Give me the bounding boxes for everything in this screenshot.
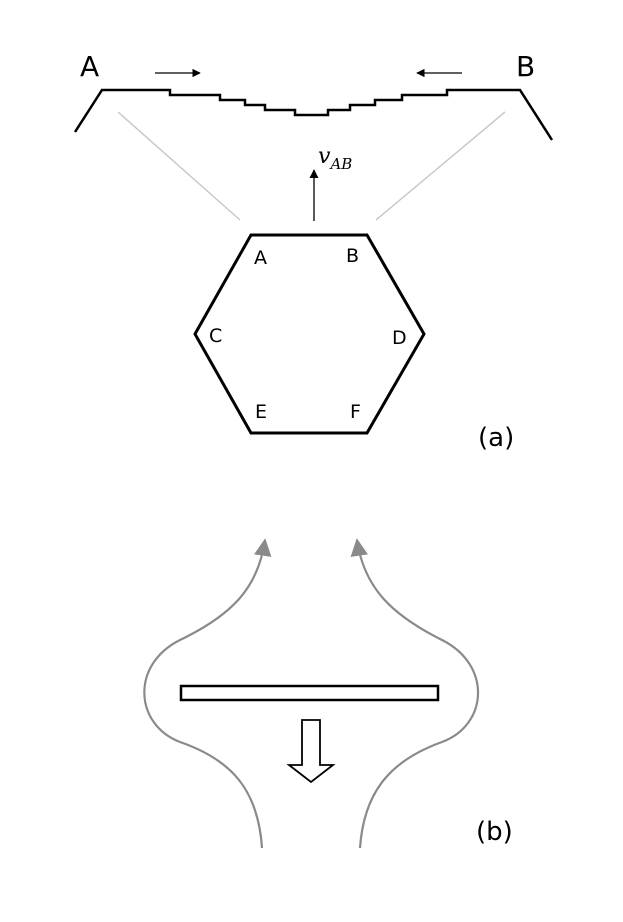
step-profile: [73, 88, 554, 141]
hexagon-corner-label-mid-right: D: [392, 327, 407, 349]
panel-label-b: (b): [476, 817, 513, 847]
plate: [179, 684, 440, 702]
guide-line-right: [375, 111, 506, 221]
profile-end-label-left: A: [80, 50, 99, 83]
guide-line-left: [117, 111, 241, 221]
panel-a: A B vAB A B C D E F (a): [73, 50, 554, 453]
hexagon-corner-label-top-left: A: [254, 247, 267, 269]
velocity-symbol: v: [318, 144, 331, 169]
hexagon-corner-label-bottom-left: E: [255, 401, 267, 423]
panel-b: (b): [143, 538, 513, 849]
velocity-label: vAB: [318, 144, 352, 173]
flow-line-left: [143, 538, 272, 849]
hexagon-corner-label-mid-left: C: [209, 325, 222, 347]
hexagon-corner-label-bottom-right: F: [350, 401, 361, 423]
profile-end-label-right: B: [516, 50, 535, 83]
hexagon-corner-label-top-right: B: [346, 245, 359, 267]
panel-label-a: (a): [478, 423, 514, 453]
hexagon-crystal: [193, 233, 426, 435]
flow-line-right: [350, 538, 480, 849]
motion-arrow: [286, 719, 336, 784]
velocity-subscript: AB: [328, 155, 352, 173]
